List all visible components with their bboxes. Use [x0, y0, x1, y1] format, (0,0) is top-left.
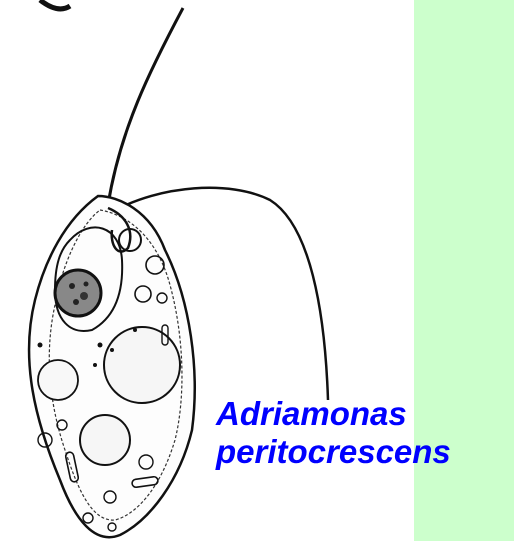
lower-vacuole: [79, 414, 131, 466]
large-vacuole: [103, 326, 181, 404]
left-vacuole: [37, 359, 79, 401]
anterior-flagellum: [106, 7, 185, 206]
species-epithet: peritocrescens: [216, 433, 451, 470]
species-name-label: Adriamonas peritocrescens: [216, 395, 451, 471]
genus-name: Adriamonas: [216, 395, 407, 432]
posterior-flagellum: [111, 186, 330, 401]
flagellar-pocket: [107, 206, 132, 253]
green-side-panel: [414, 0, 514, 541]
cut-off-circle: [38, 0, 72, 12]
nucleolus: [53, 268, 103, 318]
cytoplasm-outline: [48, 209, 183, 521]
